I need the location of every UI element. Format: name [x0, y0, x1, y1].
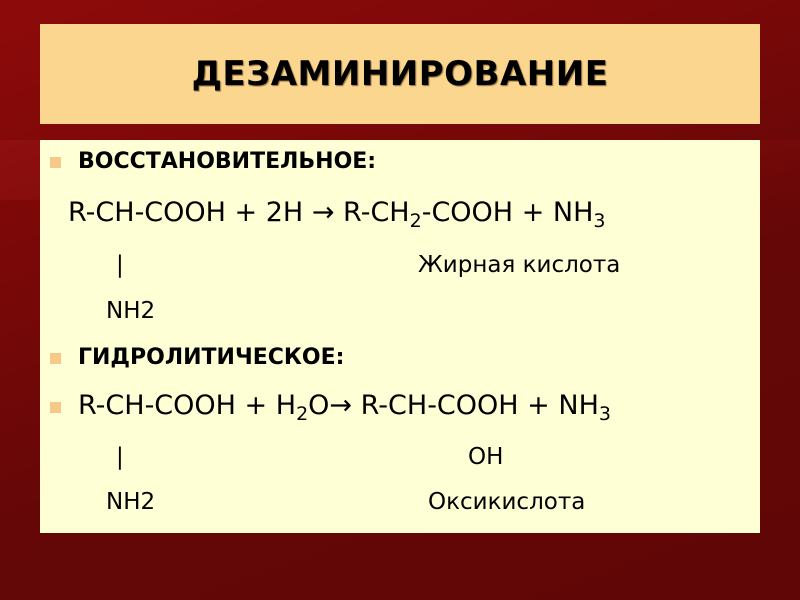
hydrolytic-bond: |	[116, 444, 124, 470]
reductive-bond: |	[116, 252, 124, 278]
hydrolytic-product-label: Оксикислота	[428, 489, 586, 515]
hydrolytic-eq-left-b: O	[308, 390, 330, 421]
slide-title: ДЕЗАМИНИРОВАНИЕ	[191, 54, 609, 94]
reductive-eq-right-a: R-CH	[334, 197, 410, 228]
reductive-eq-right-b: -COOH + NH	[421, 197, 594, 228]
reductive-heading: ВОССТАНОВИТЕЛЬНОЕ:	[78, 149, 377, 174]
reductive-equation: R-CH-COOH + 2H → R-CH2-COOH + NH3	[68, 197, 606, 232]
reductive-amino: NH2	[106, 298, 156, 324]
reductive-product-label: Жирная кислота	[418, 252, 621, 278]
arrow-icon: →	[329, 390, 353, 421]
hydrolytic-subscript-2: 2	[296, 403, 309, 425]
hydrolytic-amino: NH2	[106, 489, 156, 515]
arrow-icon: →	[311, 197, 335, 228]
bullet-square-icon	[50, 157, 61, 168]
bullet-square-icon	[50, 402, 61, 413]
hydrolytic-eq-left-a: R-CH-COOH + H	[78, 390, 297, 421]
hydrolytic-oh: OH	[468, 444, 504, 470]
content-box: ВОССТАНОВИТЕЛЬНОЕ: R-CH-COOH + 2H → R-CH…	[40, 140, 760, 533]
hydrolytic-eq-right: R-CH-COOH + NH	[352, 390, 599, 421]
hydrolytic-equation: R-CH-COOH + H2O→ R-CH-COOH + NH3	[78, 390, 611, 425]
reductive-subscript-3: 3	[593, 210, 606, 232]
reductive-eq-left: R-CH-COOH + 2H	[68, 197, 312, 228]
hydrolytic-subscript-3: 3	[598, 403, 611, 425]
bullet-square-icon	[50, 353, 61, 364]
reductive-subscript-2: 2	[409, 210, 422, 232]
hydrolytic-heading: ГИДРОЛИТИЧЕСКОЕ:	[78, 345, 345, 370]
title-box: ДЕЗАМИНИРОВАНИЕ	[40, 24, 760, 124]
